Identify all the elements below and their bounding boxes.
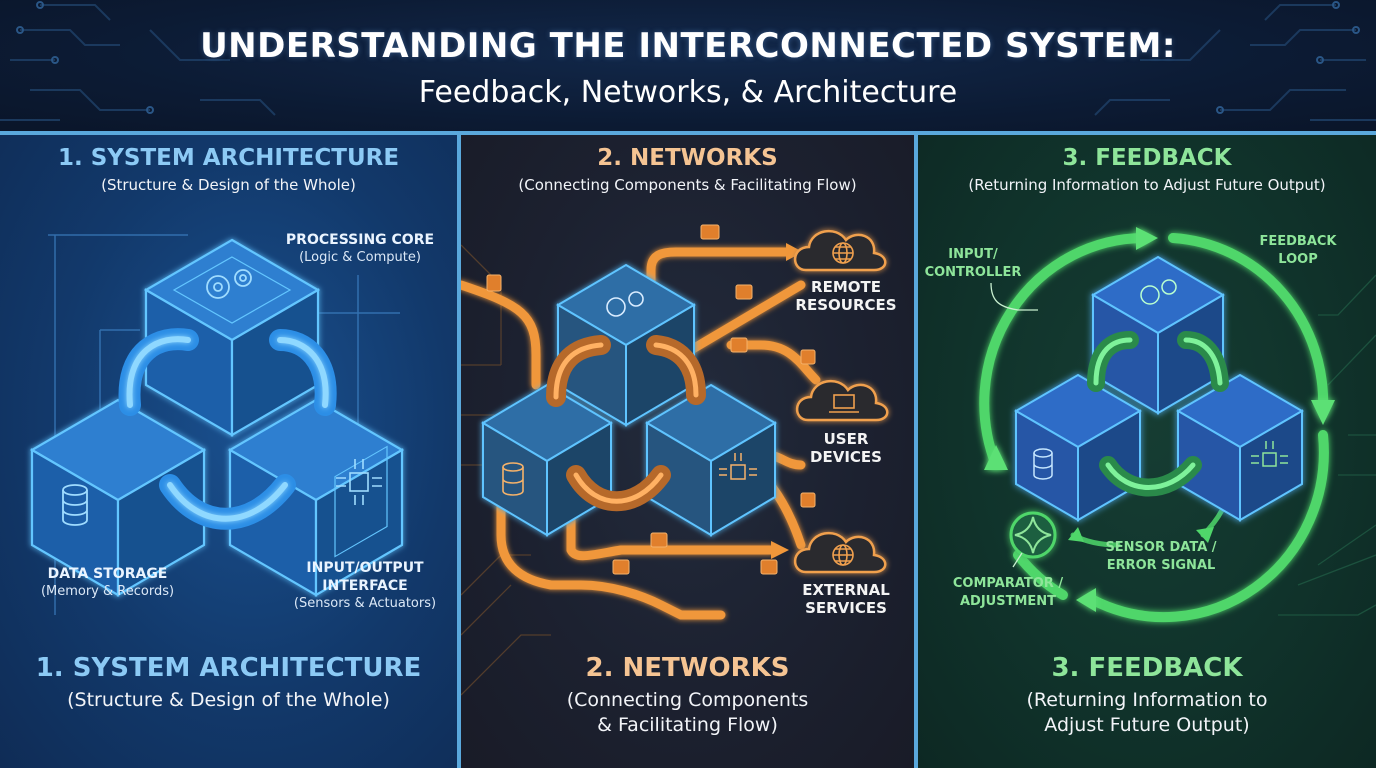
- label-feedback-loop: FEEDBACK LOOP: [1259, 234, 1337, 267]
- io-interface-cube: [645, 383, 777, 537]
- header-divider: [0, 131, 1376, 135]
- connection-pipes: [118, 328, 337, 530]
- chip-icon: [336, 459, 382, 505]
- globe-icon: [832, 544, 854, 566]
- panel-networks: 2. NETWORKS (Connecting Components & Fac…: [461, 135, 914, 768]
- chip-icon: [1251, 441, 1288, 467]
- label-io-interface: INPUT/OUTPUT INTERFACE (Sensors & Actuat…: [293, 560, 437, 611]
- page-title: UNDERSTANDING THE INTERCONNECTED SYSTEM:: [200, 26, 1176, 66]
- feedback-loop-ring: [979, 233, 1329, 623]
- comparator-node: [1009, 511, 1057, 559]
- label-sensor-data: SENSOR DATA / ERROR SIGNAL: [1105, 540, 1217, 573]
- networks-bottom-subtitle-line2: & Facilitating Flow): [597, 714, 778, 736]
- feedback-title: 3. FEEDBACK: [1062, 145, 1232, 171]
- architecture-subtitle: (Structure & Design of the Whole): [101, 176, 356, 194]
- data-packet-icons: [486, 224, 816, 575]
- label-data-storage: DATA STORAGE (Memory & Records): [40, 566, 175, 599]
- feedback-bottom-subtitle-line1: (Returning Information to: [1026, 689, 1268, 711]
- networks-bottom-title: 2. NETWORKS: [585, 653, 790, 683]
- feedback-diagram: [979, 227, 1376, 623]
- node-external-services: EXTERNAL SERVICES: [802, 581, 890, 617]
- node-user-devices: USER DEVICES: [810, 430, 882, 466]
- panel-divider: [457, 135, 461, 768]
- label-input-controller: INPUT/ CONTROLLER: [924, 247, 1022, 280]
- globe-icon: [832, 242, 854, 264]
- leader-line: [990, 282, 1038, 311]
- architecture-diagram: [29, 234, 405, 615]
- networks-bottom-subtitle-line1: (Connecting Components: [566, 689, 809, 711]
- gears-icon: [606, 291, 644, 317]
- feedback-subtitle: (Returning Information to Adjust Future …: [968, 176, 1326, 194]
- page-subtitle: Feedback, Networks, & Architecture: [418, 75, 958, 110]
- architecture-bottom-title: 1. SYSTEM ARCHITECTURE: [35, 653, 422, 683]
- laptop-icon: [829, 394, 859, 413]
- cloud-user-devices: [795, 379, 889, 422]
- cloud-remote-resources: [793, 229, 887, 272]
- data-storage-cube: [1014, 373, 1142, 522]
- panel-system-architecture: 1. SYSTEM ARCHITECTURE (Structure & Desi…: [0, 135, 457, 768]
- networks-subtitle: (Connecting Components & Facilitating Fl…: [518, 176, 857, 194]
- panel-feedback: 3. FEEDBACK (Returning Information to Ad…: [918, 135, 1376, 768]
- chip-icon: [719, 453, 757, 480]
- label-comparator: COMPARATOR / ADJUSTMENT: [952, 576, 1064, 609]
- cloud-external-services: [793, 531, 887, 574]
- database-icon: [62, 484, 88, 526]
- network-flow-paths: [461, 247, 821, 620]
- architecture-title: 1. SYSTEM ARCHITECTURE: [57, 145, 400, 171]
- processing-core-cube: [143, 238, 321, 437]
- label-processing-core: PROCESSING CORE (Logic & Compute): [285, 232, 435, 265]
- gears-icon: [1140, 279, 1177, 305]
- star-icon: [1014, 516, 1052, 554]
- loop-arrowheads: [984, 227, 1335, 612]
- processing-core-cube: [1091, 255, 1225, 415]
- panel-divider: [914, 135, 918, 768]
- header-banner: UNDERSTANDING THE INTERCONNECTED SYSTEM:…: [0, 0, 1376, 133]
- flow-arrowheads: [771, 243, 803, 559]
- feedback-bottom-title: 3. FEEDBACK: [1051, 653, 1243, 683]
- database-icon: [1033, 448, 1053, 480]
- architecture-bottom-subtitle: (Structure & Design of the Whole): [67, 689, 390, 711]
- io-interface-cube: [1176, 373, 1304, 522]
- feedback-bottom-subtitle-line2: Adjust Future Output): [1044, 714, 1250, 736]
- circuit-pattern-decoration: [1278, 274, 1376, 616]
- gears-icon: [206, 269, 252, 299]
- database-icon: [502, 462, 524, 496]
- node-remote-resources: REMOTE RESOURCES: [795, 278, 897, 314]
- circuit-pattern-decoration: [0, 1, 1376, 121]
- networks-diagram: [461, 224, 889, 696]
- networks-title: 2. NETWORKS: [597, 145, 778, 171]
- leader-line: [1012, 552, 1023, 568]
